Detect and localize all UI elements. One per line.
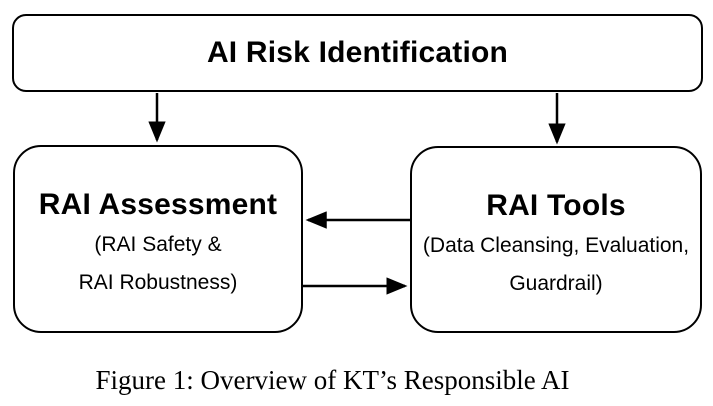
node-ai-risk-identification: AI Risk Identification — [12, 14, 703, 92]
node-rai-assessment-title: RAI Assessment — [38, 188, 278, 221]
node-ai-risk-identification-label: AI Risk Identification — [206, 36, 509, 69]
node-rai-assessment: RAI Assessment (RAI Safety & RAI Robustn… — [13, 145, 303, 333]
figure-caption: Figure 1: Overview of KT’s Responsible A… — [95, 365, 570, 395]
node-rai-tools-subtitle-line2: Guardrail) — [509, 271, 603, 295]
node-rai-tools-title: RAI Tools — [486, 188, 626, 222]
node-rai-assessment-subtitle-line2: RAI Robustness) — [78, 271, 238, 294]
node-rai-assessment-subtitle-line1: (RAI Safety & — [94, 233, 222, 256]
node-rai-tools-subtitle-line1: (Data Cleansing, Evaluation, — [422, 233, 690, 257]
node-rai-tools: RAI Tools (Data Cleansing, Evaluation, G… — [410, 146, 702, 333]
